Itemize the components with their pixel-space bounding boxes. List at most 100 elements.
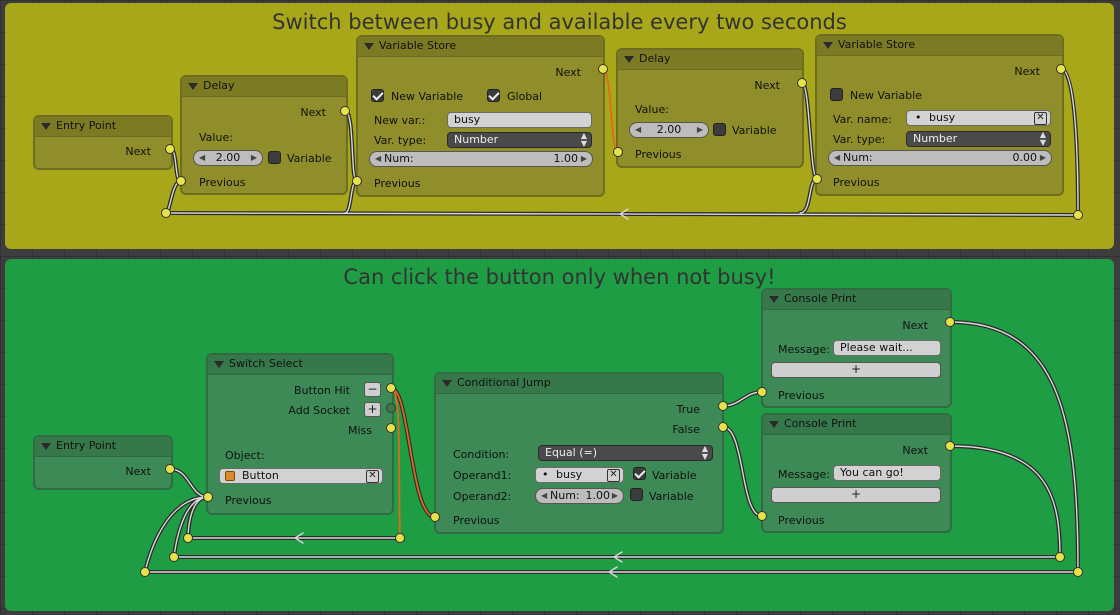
socket[interactable] [203,492,213,502]
message-input[interactable]: Please wait... [833,340,941,356]
socket[interactable] [386,383,396,393]
collapse-triangle-icon[interactable] [823,42,833,49]
collapse-triangle-icon[interactable] [188,83,198,90]
socket[interactable] [165,144,175,154]
socket[interactable] [430,512,440,522]
var-type-select[interactable]: Number▲▼ [447,132,592,148]
operand1-variable-checkbox[interactable] [633,467,646,480]
decrement-arrow-icon[interactable]: ◀ [541,491,548,500]
node-header[interactable]: Variable Store [358,37,603,57]
variable-checkbox[interactable] [268,151,281,164]
add-socket-button[interactable]: + [364,402,381,417]
num-field[interactable]: ◀Num:0.00▶ [828,150,1052,166]
socket[interactable] [598,64,608,74]
node-header[interactable]: Variable Store [817,36,1062,56]
socket[interactable] [386,423,396,433]
socket[interactable] [352,176,362,186]
global-checkbox[interactable] [487,89,500,102]
operand1-input[interactable]: •busy✕ [535,467,624,483]
node-variable-store-1[interactable]: Variable Store Next New Variable Global … [356,35,605,197]
socket[interactable] [386,403,396,413]
new-variable-checkbox[interactable] [830,88,843,101]
collapse-triangle-icon[interactable] [41,123,51,130]
node-header[interactable]: Switch Select [208,355,392,375]
node-header[interactable]: Console Print [763,415,950,435]
decrement-arrow-icon[interactable]: ◀ [834,153,841,162]
increment-arrow-icon[interactable]: ▶ [696,125,703,134]
collapse-triangle-icon[interactable] [624,56,634,63]
node-header[interactable]: Conditional Jump [436,374,722,394]
socket[interactable] [176,176,186,186]
message-input[interactable]: You can go! [833,465,941,481]
reroute-node[interactable] [1055,552,1065,562]
new-variable-checkbox[interactable] [371,89,384,102]
variable-label: Variable [652,469,697,482]
operand2-number-field[interactable]: ◀Num:1.00▶ [535,488,624,504]
collapse-triangle-icon[interactable] [364,43,374,50]
socket[interactable] [1056,64,1066,74]
socket[interactable] [340,106,350,116]
reroute-node[interactable] [161,208,171,218]
collapse-triangle-icon[interactable] [214,361,224,368]
reroute-node[interactable] [140,567,150,577]
socket[interactable] [165,464,175,474]
node-switch-select[interactable]: Switch Select Button Hit − Add Socket + … [206,353,394,515]
socket[interactable] [945,317,955,327]
new-var-input[interactable]: busy [447,112,592,128]
var-name-input[interactable]: •busy✕ [906,110,1051,126]
reroute-node[interactable] [183,533,193,543]
collapse-triangle-icon[interactable] [769,296,779,303]
condition-select[interactable]: Equal (=)▲▼ [538,445,713,461]
socket[interactable] [797,78,807,88]
increment-arrow-icon[interactable]: ▶ [611,491,618,500]
clear-icon[interactable]: ✕ [1034,112,1047,125]
decrement-arrow-icon[interactable]: ◀ [375,154,382,163]
node-header[interactable]: Entry Point [35,117,171,137]
socket[interactable] [613,147,623,157]
collapse-triangle-icon[interactable] [442,380,452,387]
reroute-node[interactable] [395,533,405,543]
increment-arrow-icon[interactable]: ▶ [1039,153,1046,162]
node-delay-2[interactable]: Delay Next Value: ◀2.00▶ Variable Previo… [616,48,804,168]
socket[interactable] [718,401,728,411]
add-message-button[interactable]: + [771,362,941,378]
socket[interactable] [757,511,767,521]
node-console-print-1[interactable]: Console Print Next Message: Please wait.… [761,288,952,408]
variable-checkbox[interactable] [713,123,726,136]
node-console-print-2[interactable]: Console Print Next Message: You can go! … [761,413,952,533]
node-entry-point-1[interactable]: Entry Point Next [33,115,173,170]
socket[interactable] [718,422,728,432]
new-var-label: New var.: [374,114,426,127]
decrement-arrow-icon[interactable]: ◀ [635,125,642,134]
node-header[interactable]: Console Print [763,290,950,310]
reroute-node[interactable] [169,552,179,562]
operand2-variable-checkbox[interactable] [630,488,643,501]
socket[interactable] [812,174,822,184]
var-type-select[interactable]: Number▲▼ [906,131,1051,147]
remove-socket-button[interactable]: − [364,382,381,397]
node-entry-point-2[interactable]: Entry Point Next [33,435,173,490]
clear-icon[interactable]: ✕ [607,469,620,482]
clear-icon[interactable]: ✕ [366,470,379,483]
socket[interactable] [945,441,955,451]
collapse-triangle-icon[interactable] [41,443,51,450]
node-header[interactable]: Delay [182,77,346,97]
reroute-node[interactable] [1073,210,1083,220]
increment-arrow-icon[interactable]: ▶ [580,154,587,163]
num-field[interactable]: ◀Num:1.00▶ [369,151,593,167]
collapse-triangle-icon[interactable] [769,421,779,428]
decrement-arrow-icon[interactable]: ◀ [199,153,206,162]
node-variable-store-2[interactable]: Variable Store Next New Variable Var. na… [815,34,1064,196]
object-input[interactable]: Button✕ [219,468,383,484]
increment-arrow-icon[interactable]: ▶ [250,153,257,162]
value-number-field[interactable]: ◀2.00▶ [193,150,263,166]
node-header[interactable]: Entry Point [35,437,171,457]
node-conditional-jump[interactable]: Conditional Jump True False Condition: E… [434,372,724,534]
socket[interactable] [757,387,767,397]
node-header[interactable]: Delay [618,50,802,70]
add-message-button[interactable]: + [771,487,941,503]
node-delay-1[interactable]: Delay Next Value: ◀2.00▶ Variable Previo… [180,75,348,195]
value-number-field[interactable]: ◀2.00▶ [629,122,709,138]
reroute-node[interactable] [1073,567,1083,577]
